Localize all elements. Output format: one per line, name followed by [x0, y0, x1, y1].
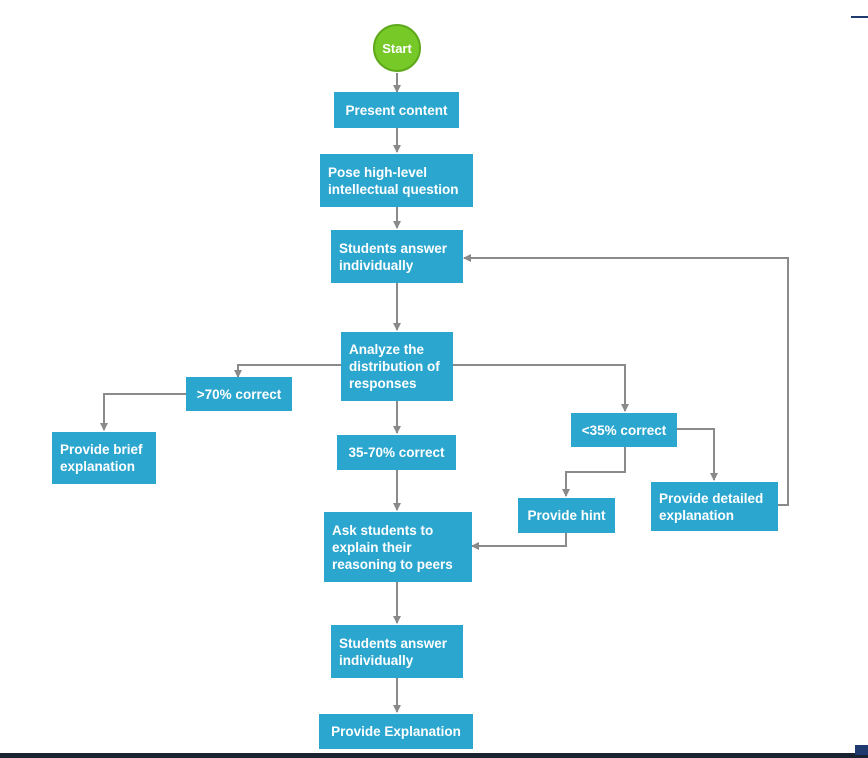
edge-analyze-lt35 [453, 364, 629, 412]
edge-lt35-hint [562, 447, 626, 497]
window-edge-marker [851, 16, 868, 18]
node-lt35-correct: <35% correct [571, 413, 677, 447]
node-provide-brief: Provide brief explanation [52, 432, 156, 484]
window-bottom-border [0, 753, 868, 758]
node-ask-students: Ask students to explain their reasoning … [324, 512, 472, 582]
start-node: Start [373, 24, 421, 72]
node-students-answer-2: Students answer individually [331, 625, 463, 678]
node-gt70-correct: >70% correct [186, 377, 292, 411]
node-provide-hint: Provide hint [518, 498, 615, 533]
edge-gt70-brief [100, 393, 186, 431]
edge-detailed-answer1 [463, 254, 789, 506]
node-provide-explanation: Provide Explanation [319, 714, 473, 749]
edge-hint-ask [471, 533, 567, 550]
edge-analyze-gt70 [234, 364, 341, 378]
node-students-answer-1: Students answer individually [331, 230, 463, 283]
node-present-content: Present content [334, 92, 459, 128]
node-analyze-distribution: Analyze the distribution of responses [341, 332, 453, 401]
node-pose-question: Pose high-level intellectual question [320, 154, 473, 207]
corner-marker [855, 745, 868, 755]
edge-lt35-detailed [677, 428, 718, 481]
node-provide-detailed: Provide detailed explanation [651, 482, 778, 531]
node-35-70-correct: 35-70% correct [337, 435, 456, 470]
